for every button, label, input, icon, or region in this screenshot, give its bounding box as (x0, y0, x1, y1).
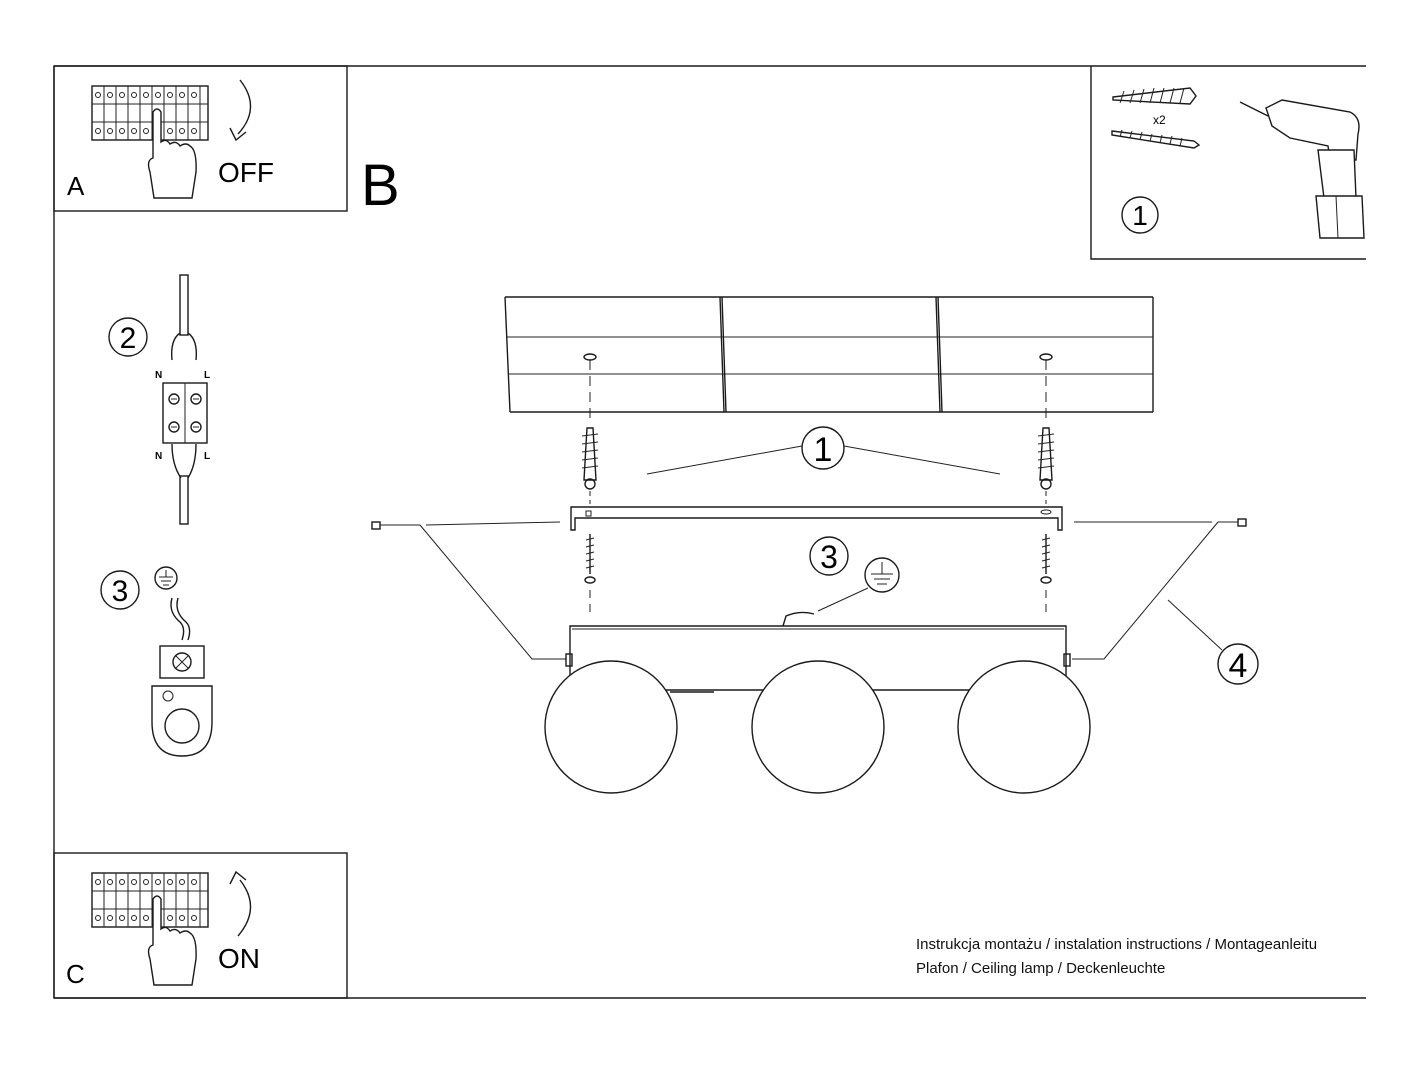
ground-terminal-icon (151, 645, 213, 757)
tools-panel: x2 1 (1090, 66, 1366, 260)
panel-c-on-label: ON (218, 943, 260, 974)
arrow-up-icon (229, 870, 252, 937)
side-screw-left (371, 521, 566, 660)
wiring-step: 2 N L N L (108, 274, 210, 525)
arrow-down-icon (229, 79, 252, 142)
wire-n-top-label: N (155, 370, 162, 381)
panel-a-off-label: OFF (218, 157, 274, 188)
side-screw-right (1072, 518, 1247, 660)
caption-line-1: Instrukcja montażu / instalation instruc… (916, 936, 1318, 953)
breaker-box-icon-c (91, 872, 209, 928)
step-badge-1-main: 1 (646, 426, 1001, 475)
svg-text:4: 4 (1229, 647, 1248, 685)
pointing-hand-icon (147, 108, 197, 199)
page-frame (53, 65, 1366, 999)
svg-text:3: 3 (112, 575, 129, 608)
caption-line-2: Plafon / Ceiling lamp / Deckenleuchte (916, 960, 1166, 977)
panel-a: A OFF (53, 65, 348, 212)
svg-text:1: 1 (1132, 200, 1148, 231)
wall-plug-left (581, 427, 599, 490)
panel-a-letter: A (67, 171, 85, 201)
screw-left (584, 534, 596, 618)
wire-l-bottom-label: L (204, 451, 210, 462)
section-b-letter: B (361, 153, 400, 218)
terminal-block-icon (162, 382, 208, 444)
ground-symbol-main-icon (782, 557, 900, 627)
ground-symbol-icon (154, 566, 178, 590)
wall-plug-icon (1112, 87, 1197, 105)
wire-l-top-label: L (204, 370, 210, 381)
ground-step: 3 (100, 566, 213, 757)
quantity-label: x2 (1153, 113, 1166, 127)
svg-text:2: 2 (120, 322, 137, 355)
step-badge-tools: 1 (1121, 196, 1159, 234)
svg-text:1: 1 (814, 431, 833, 469)
lamp-globe-left (544, 660, 678, 794)
step-badge-3-side: 3 (100, 570, 140, 610)
wall-plug-right (1037, 427, 1055, 490)
drill-icon (1239, 99, 1365, 239)
step-badge-4: 4 (1167, 599, 1259, 685)
step-badge-2: 2 (108, 317, 148, 357)
panel-c: C ON (53, 852, 348, 999)
breaker-box-icon (91, 85, 209, 141)
pointing-hand-icon-c (147, 895, 197, 986)
mounting-bracket (570, 491, 1063, 531)
lamp-globe-right (957, 660, 1091, 794)
wire-n-bottom-label: N (155, 451, 162, 462)
step-badge-3-main: 3 (809, 536, 849, 576)
lamp-globe-center (751, 660, 885, 794)
svg-text:3: 3 (820, 539, 838, 575)
panel-c-letter: C (66, 959, 85, 989)
ceiling-illustration (504, 296, 1154, 422)
screw-right (1040, 534, 1052, 618)
screw-icon (1111, 129, 1201, 149)
